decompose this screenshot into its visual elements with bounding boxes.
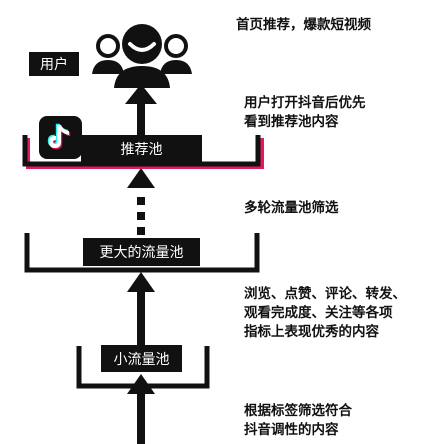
note-multi-round-filter: 多轮流量池筛选 [244,199,339,218]
small-pool-tray [76,346,210,389]
recommend-pool-tray-accent [26,138,264,169]
note-tag-filter: 根据标签筛选符合 抖音调性的内容 [244,402,352,440]
user-label: 用户 [29,52,79,76]
dashed-arrow-larger-to-recommend [127,168,155,235]
douyin-note-icon [47,123,71,150]
note-line: 用户打开抖音后优先 [244,95,366,111]
small-pool-label: 小流量池 [101,345,182,372]
note-line: 看到推荐池内容 [244,114,339,130]
recommend-pool-label: 推荐池 [81,135,202,162]
note-line: 多轮流量池筛选 [244,200,339,216]
note-metrics: 浏览、点赞、评论、转发、 观看完成度、关注等各项 指标上表现优秀的内容 [244,285,406,342]
arrow-recommend-to-user [125,84,157,136]
douyin-logo [39,116,82,159]
users-group-icon [92,24,192,88]
note-homepage-recommend: 首页推荐，爆款短视频 [236,16,371,35]
note-line: 抖音调性的内容 [244,422,339,438]
note-line: 首页推荐，爆款短视频 [236,17,371,33]
note-line: 观看完成度、关注等各项 [244,305,393,321]
recommend-pool-tray [22,135,261,167]
note-line: 指标上表现优秀的内容 [244,324,379,340]
note-line: 根据标签筛选符合 [244,403,352,419]
larger-pool-tray [24,233,260,273]
note-line: 浏览、点赞、评论、转发、 [244,286,406,302]
larger-pool-label: 更大的流量池 [83,238,200,266]
note-user-opens-app: 用户打开抖音后优先 看到推荐池内容 [244,94,366,132]
arrow-small-to-larger [127,272,155,346]
